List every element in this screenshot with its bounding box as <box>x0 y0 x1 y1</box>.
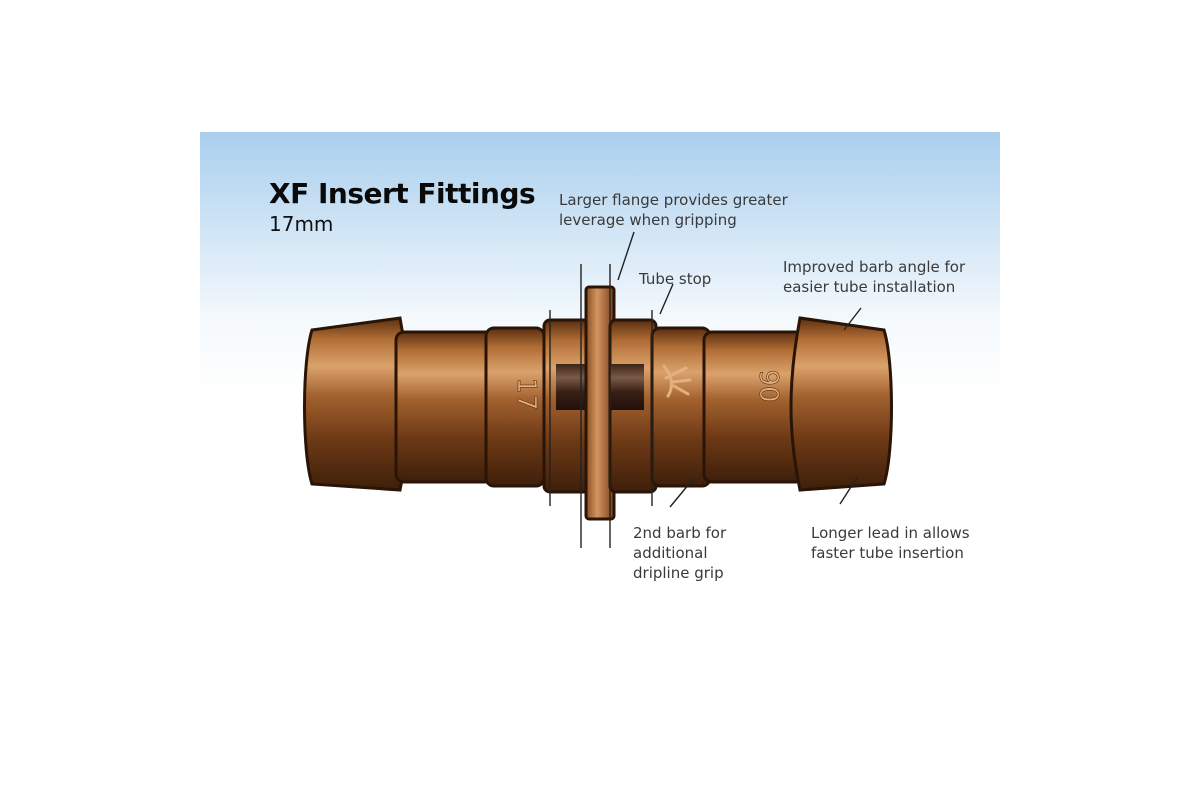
left-body <box>394 330 494 484</box>
diagram-panel: XF Insert Fittings 17mm <box>200 132 1000 667</box>
code-marking: 90 <box>753 369 783 402</box>
size-marking: 17 <box>511 377 541 410</box>
diagram-subtitle: 17mm <box>269 212 334 236</box>
callout-barb-angle: Improved barb angle for easier tube inst… <box>783 258 966 296</box>
right-body <box>702 330 806 484</box>
left-tube-stop-shadow <box>556 364 590 410</box>
right-tube-stop-shadow <box>610 364 644 410</box>
callout-flange: Larger flange provides greater leverage … <box>559 191 788 229</box>
callout-second-barb: 2nd barb for additional dripline grip <box>633 524 727 582</box>
right-barb <box>789 316 893 492</box>
callout-lead-in: Longer lead in allows faster tube insert… <box>811 524 970 562</box>
leader-lines <box>549 231 862 548</box>
right-ring <box>650 326 712 488</box>
rain-bird-icon <box>662 364 692 398</box>
diagram-title: XF Insert Fittings <box>269 177 536 210</box>
fitting-illustration: 17 90 <box>303 231 893 548</box>
callout-tube-stop: Tube stop <box>639 270 712 288</box>
left-barb <box>303 316 411 492</box>
